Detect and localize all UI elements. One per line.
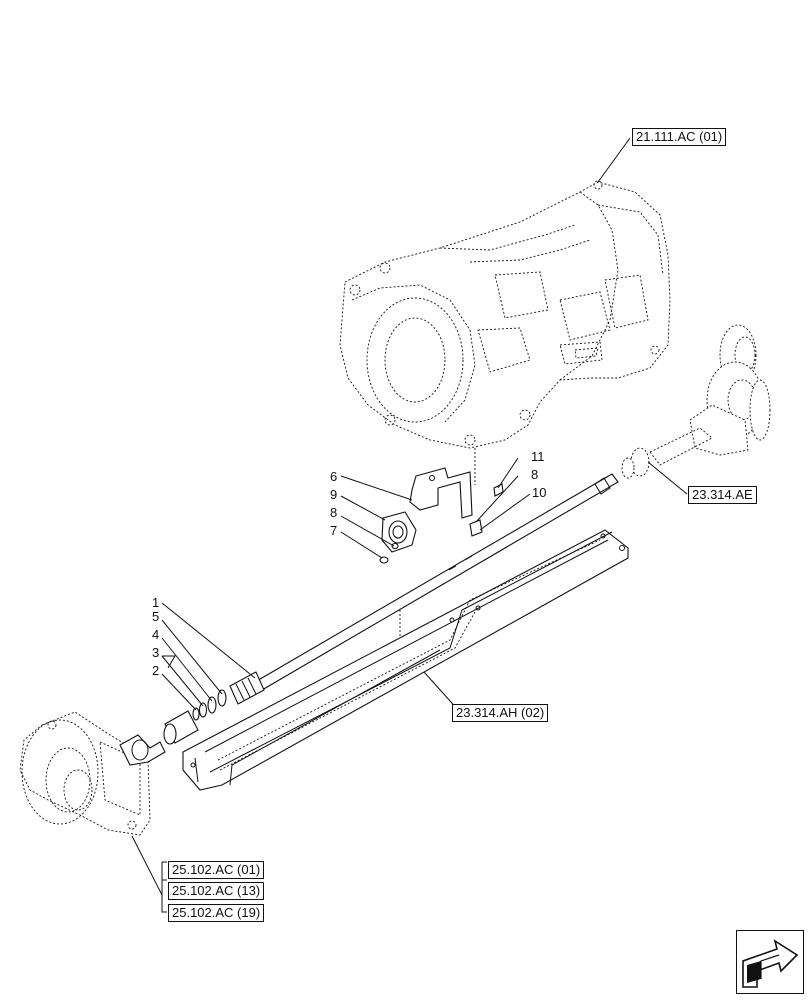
gear-cluster — [621, 324, 771, 479]
next-page-arrow-icon — [742, 939, 799, 988]
callout-9: 9 — [330, 487, 337, 502]
next-page-button[interactable] — [736, 930, 804, 994]
axle-housing — [19, 711, 166, 836]
washers — [192, 689, 227, 721]
ref-transmission[interactable]: 21.111.AC (01) — [632, 128, 727, 146]
main-shaft — [229, 473, 619, 705]
ref-axle-01[interactable]: 25.102.AC (01) — [168, 861, 265, 879]
callout-1: 1 — [152, 595, 159, 610]
ref-frame[interactable]: 23.314.AH (02) — [452, 704, 549, 722]
ref-gear-shaft[interactable]: 23.314.AE — [688, 486, 757, 504]
callout-10: 10 — [532, 485, 546, 500]
ref-axle-19[interactable]: 25.102.AC (19) — [168, 904, 265, 922]
bearing-support — [381, 511, 417, 553]
frame-rail — [182, 529, 629, 791]
callout-3: 3 — [152, 645, 159, 660]
callout-numbers: 1 2 3 4 5 6 7 8 8 9 10 11 — [152, 449, 546, 678]
callout-2: 2 — [152, 663, 159, 678]
callout-7: 7 — [330, 523, 337, 538]
bolts — [379, 483, 504, 564]
coupling-sleeve — [163, 710, 199, 745]
callout-8-left: 8 — [330, 505, 337, 520]
callout-8-right: 8 — [531, 467, 538, 482]
callout-5: 5 — [152, 609, 159, 624]
support-bracket — [409, 467, 473, 519]
transmission-housing — [339, 180, 671, 449]
leader-lines — [131, 137, 688, 913]
callout-6: 6 — [330, 469, 337, 484]
ref-axle-13[interactable]: 25.102.AC (13) — [168, 882, 265, 900]
callout-11: 11 — [531, 449, 545, 464]
callout-4: 4 — [152, 627, 159, 642]
